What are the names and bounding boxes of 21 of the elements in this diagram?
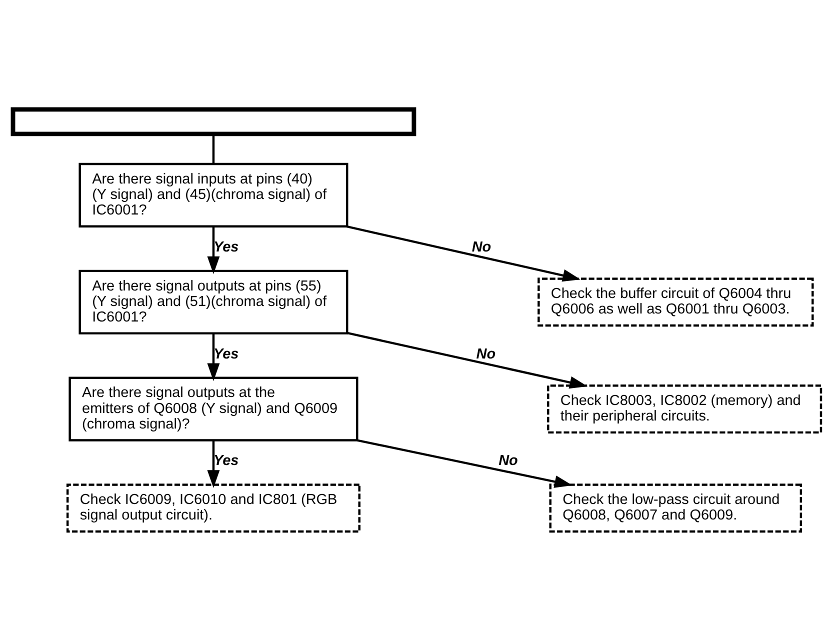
arrow xyxy=(356,439,572,488)
node-box: Check the buffer circuit of Q6004 thru Q6006 as well as Q6001 thru Q6003. xyxy=(538,278,814,327)
node-box xyxy=(10,107,416,136)
edge-label: No xyxy=(476,346,496,362)
node-box: Are there signal outputs at pins (55) (Y signal) and (51)(chroma signal) of IC6001? xyxy=(78,270,348,334)
edge-label: Yes xyxy=(213,239,239,256)
node-box: Check the low-pass circuit around Q6008, Q6007 and Q6009. xyxy=(549,484,802,533)
edge-label: Yes xyxy=(213,346,239,362)
arrow xyxy=(346,225,581,282)
edge-label: No xyxy=(498,453,518,470)
node-box: Are there signal outputs at the emitters of Q6008 (Y signal) and Q6009 (chroma signal)? xyxy=(68,376,358,442)
arrow xyxy=(346,332,588,389)
connector xyxy=(212,134,215,164)
node-box: Check IC6009, IC6010 and IC801 (RGB signal output circuit). xyxy=(66,484,360,533)
arrow xyxy=(207,440,220,488)
edge-label: No xyxy=(472,239,492,256)
arrow xyxy=(207,226,220,274)
edge-label: Yes xyxy=(213,453,239,470)
node-box: Are there signal inputs at pins (40) (Y signal) and (45)(chroma signal) of IC6001? xyxy=(78,162,348,228)
arrow xyxy=(207,334,220,382)
node-box: Check IC8003, IC8002 (memory) and their peripheral circuits. xyxy=(547,384,822,434)
